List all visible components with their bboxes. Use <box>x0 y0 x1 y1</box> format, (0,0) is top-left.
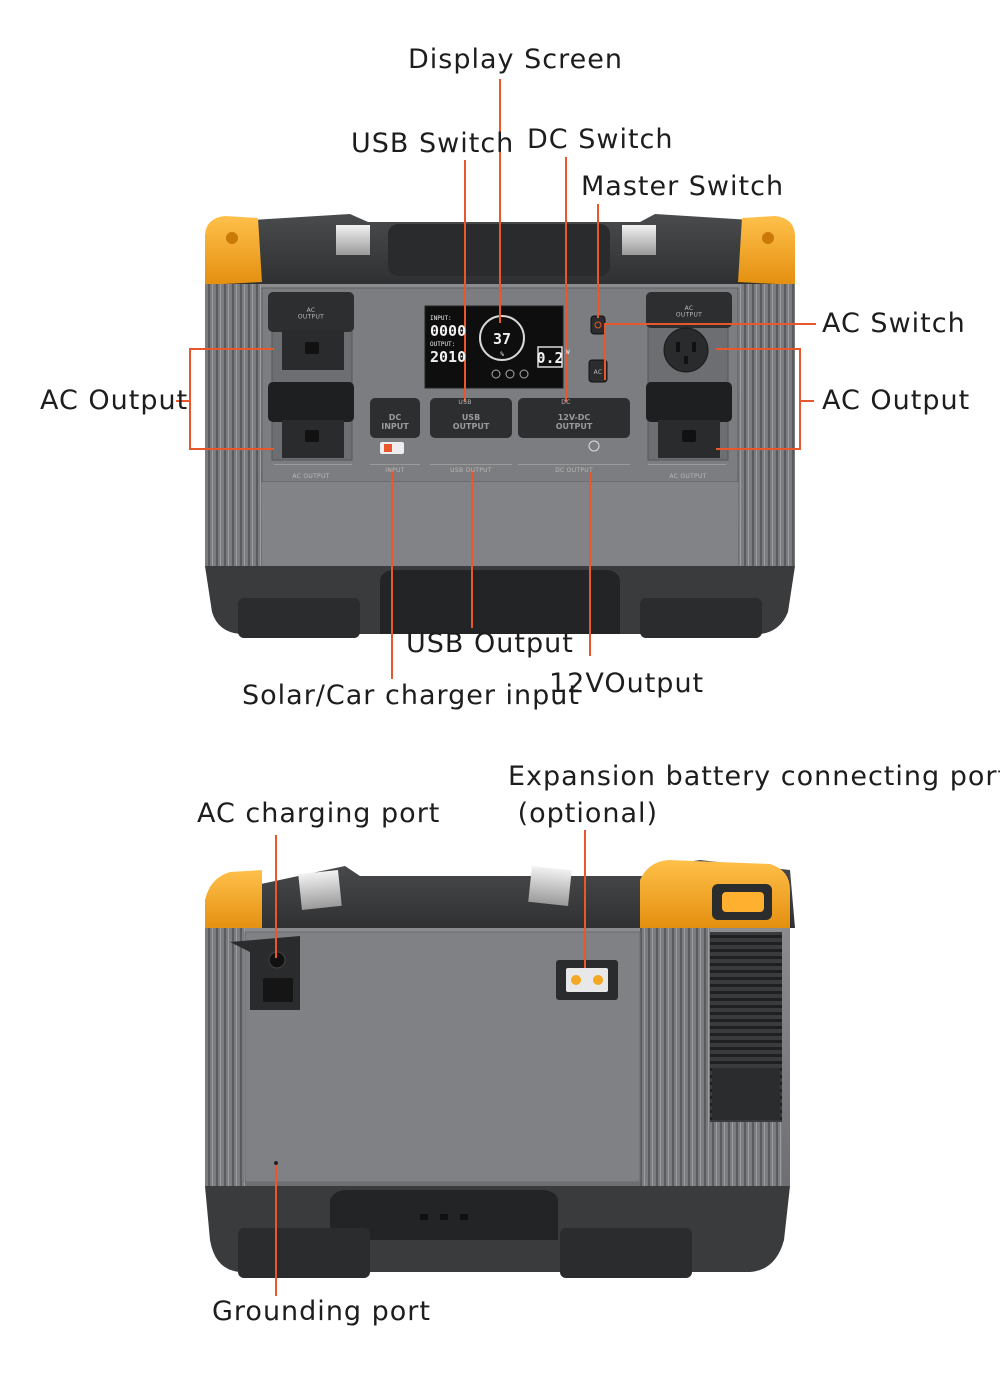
lcd-input-label: INPUT: <box>430 315 452 322</box>
hinge-rear-left <box>298 870 342 910</box>
usb-output-cover[interactable] <box>430 398 512 438</box>
usb-output-strip: USB OUTPUT <box>450 467 492 474</box>
hinge-right <box>622 225 656 255</box>
callout-12v-output: 12VOutput <box>549 668 705 699</box>
dc-output-strip: DC OUTPUT <box>555 467 593 474</box>
lcd-text: INPUT: 0000 OUTPUT: 2010 37 % 0.2 W <box>430 315 570 367</box>
expansion-port[interactable] <box>566 968 608 992</box>
ac-output-strip-left: AC OUTPUT <box>292 473 329 480</box>
hinge-left <box>336 225 370 255</box>
rear-foot-left <box>238 1228 370 1278</box>
side-ribs-right <box>739 284 795 566</box>
callout-usb-switch: USB Switch <box>351 128 515 159</box>
dc-input-cover[interactable] <box>370 398 420 438</box>
callout-ac-output-right: AC Output <box>822 385 971 416</box>
lcd-battery-percent: 37 <box>493 330 511 348</box>
ac-switch-button[interactable] <box>588 359 608 383</box>
grounding-port[interactable] <box>274 1161 278 1165</box>
lcd-right-value: 0.2 <box>536 349 563 367</box>
callout-usb-output: USB Output <box>406 628 574 659</box>
orange-corner-rear-left <box>205 870 262 930</box>
dc-switch-label: DC <box>561 399 570 406</box>
side-ribs-left <box>205 284 261 566</box>
ac-switch-label: AC <box>594 369 603 376</box>
callout-expansion-optional: (optional) <box>508 798 659 829</box>
ac-charging-port[interactable] <box>263 978 293 1002</box>
dc-power-button[interactable] <box>588 440 600 452</box>
callout-solar-car-input: Solar/Car charger input <box>242 680 580 711</box>
ac-outlet-cover[interactable] <box>646 292 732 328</box>
callout-ac-switch: AC Switch <box>822 308 966 339</box>
bottom-grip <box>380 570 620 634</box>
callout-master-switch: Master Switch <box>581 171 785 202</box>
callout-display-screen: Display Screen <box>408 44 623 75</box>
callout-expansion-port: Expansion battery connecting port <box>508 761 1000 792</box>
ac-outlet-cover[interactable] <box>646 382 732 422</box>
ac-outlet-cover[interactable] <box>268 292 354 332</box>
input-strip: INPUT <box>385 467 404 474</box>
rear-unit <box>205 860 795 1278</box>
master-switch-button[interactable] <box>590 315 606 335</box>
lcd-display <box>424 305 564 389</box>
lcd-percent-sign: % <box>500 351 504 358</box>
ac-outlets-right <box>646 292 732 461</box>
dc-output-cover[interactable] <box>518 398 630 438</box>
lcd-output-label: OUTPUT: <box>430 341 455 348</box>
ac-outlets-left <box>268 292 354 461</box>
ac-socket[interactable] <box>663 327 709 373</box>
callout-lines <box>176 79 816 1296</box>
ac-outlet-cover[interactable] <box>268 382 354 422</box>
lcd-output-value: 2010 <box>430 348 466 366</box>
orange-corner-right <box>738 216 795 285</box>
callout-dc-switch: DC Switch <box>527 124 674 155</box>
callout-ac-charging-port: AC charging port <box>197 798 441 829</box>
callout-ac-output-left: AC Output <box>40 385 189 416</box>
foot-right <box>640 598 762 638</box>
lcd-unit: W <box>566 349 570 356</box>
foot-left <box>238 598 360 638</box>
callout-grounding-port: Grounding port <box>212 1296 431 1327</box>
ac-output-strip-right: AC OUTPUT <box>669 473 706 480</box>
hinge-rear-right <box>528 866 572 906</box>
lcd-input-value: 0000 <box>430 322 466 340</box>
rear-foot-right <box>560 1228 692 1278</box>
orange-corner-left <box>205 216 262 285</box>
usb-switch-label: USB <box>458 399 471 406</box>
panel-printed-text: AC OUTPUT INPUT USB OUTPUT DC OUTPUT AC … <box>292 305 706 480</box>
